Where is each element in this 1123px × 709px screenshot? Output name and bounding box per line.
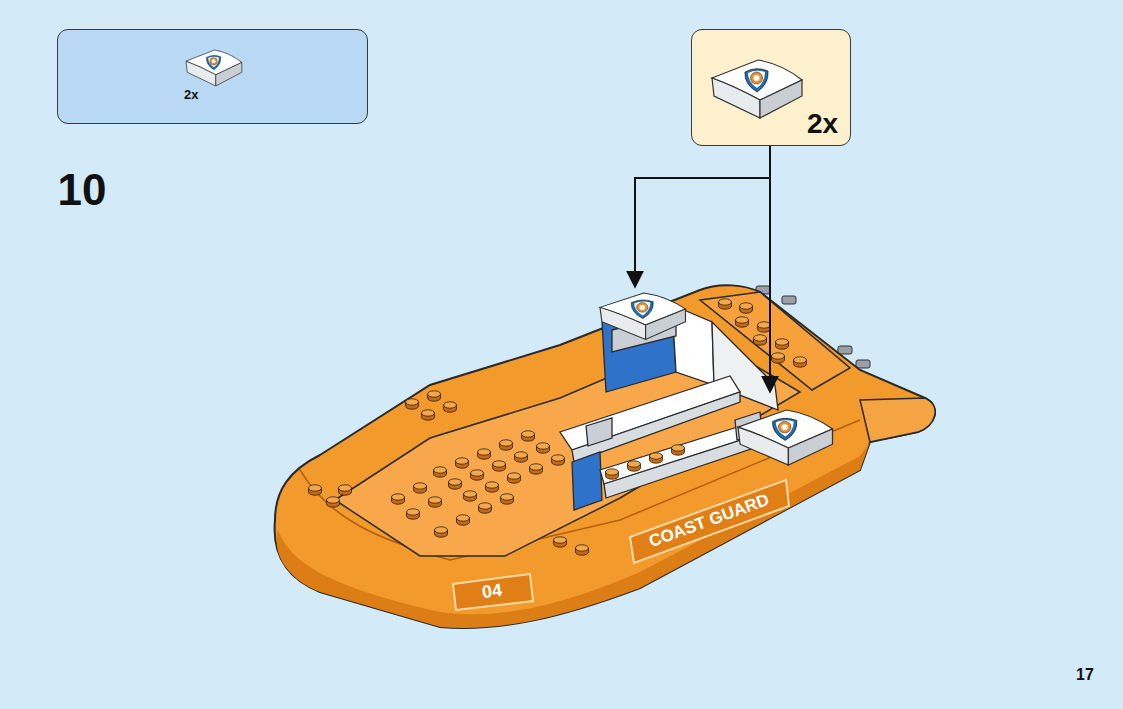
number-sticker <box>453 574 533 610</box>
placed-tile <box>600 293 686 339</box>
boat-hull <box>275 285 935 628</box>
stern-block <box>700 292 850 390</box>
seat-console <box>560 305 778 510</box>
page-number: 17 <box>1076 666 1094 684</box>
quantity-label: 2x <box>807 109 838 140</box>
motor-pins <box>756 286 870 368</box>
parts-list-box: 2x <box>57 29 368 124</box>
part-icon <box>186 50 242 86</box>
part-icon <box>712 60 802 118</box>
callout-box: 2x <box>691 29 851 146</box>
callout-arrows <box>635 143 770 392</box>
boat-floor <box>335 336 800 556</box>
placed-tile <box>738 410 833 465</box>
tube-seam <box>300 420 860 560</box>
bow-tip <box>860 398 935 442</box>
sticker-number: 04 <box>481 581 503 603</box>
sticker-text: COAST GUARD <box>646 490 771 551</box>
studs <box>309 299 807 555</box>
step-number: 10 <box>58 166 107 214</box>
quantity-label: 2x <box>184 88 198 102</box>
coast-guard-sticker <box>630 480 789 563</box>
hull-shade <box>277 442 870 628</box>
